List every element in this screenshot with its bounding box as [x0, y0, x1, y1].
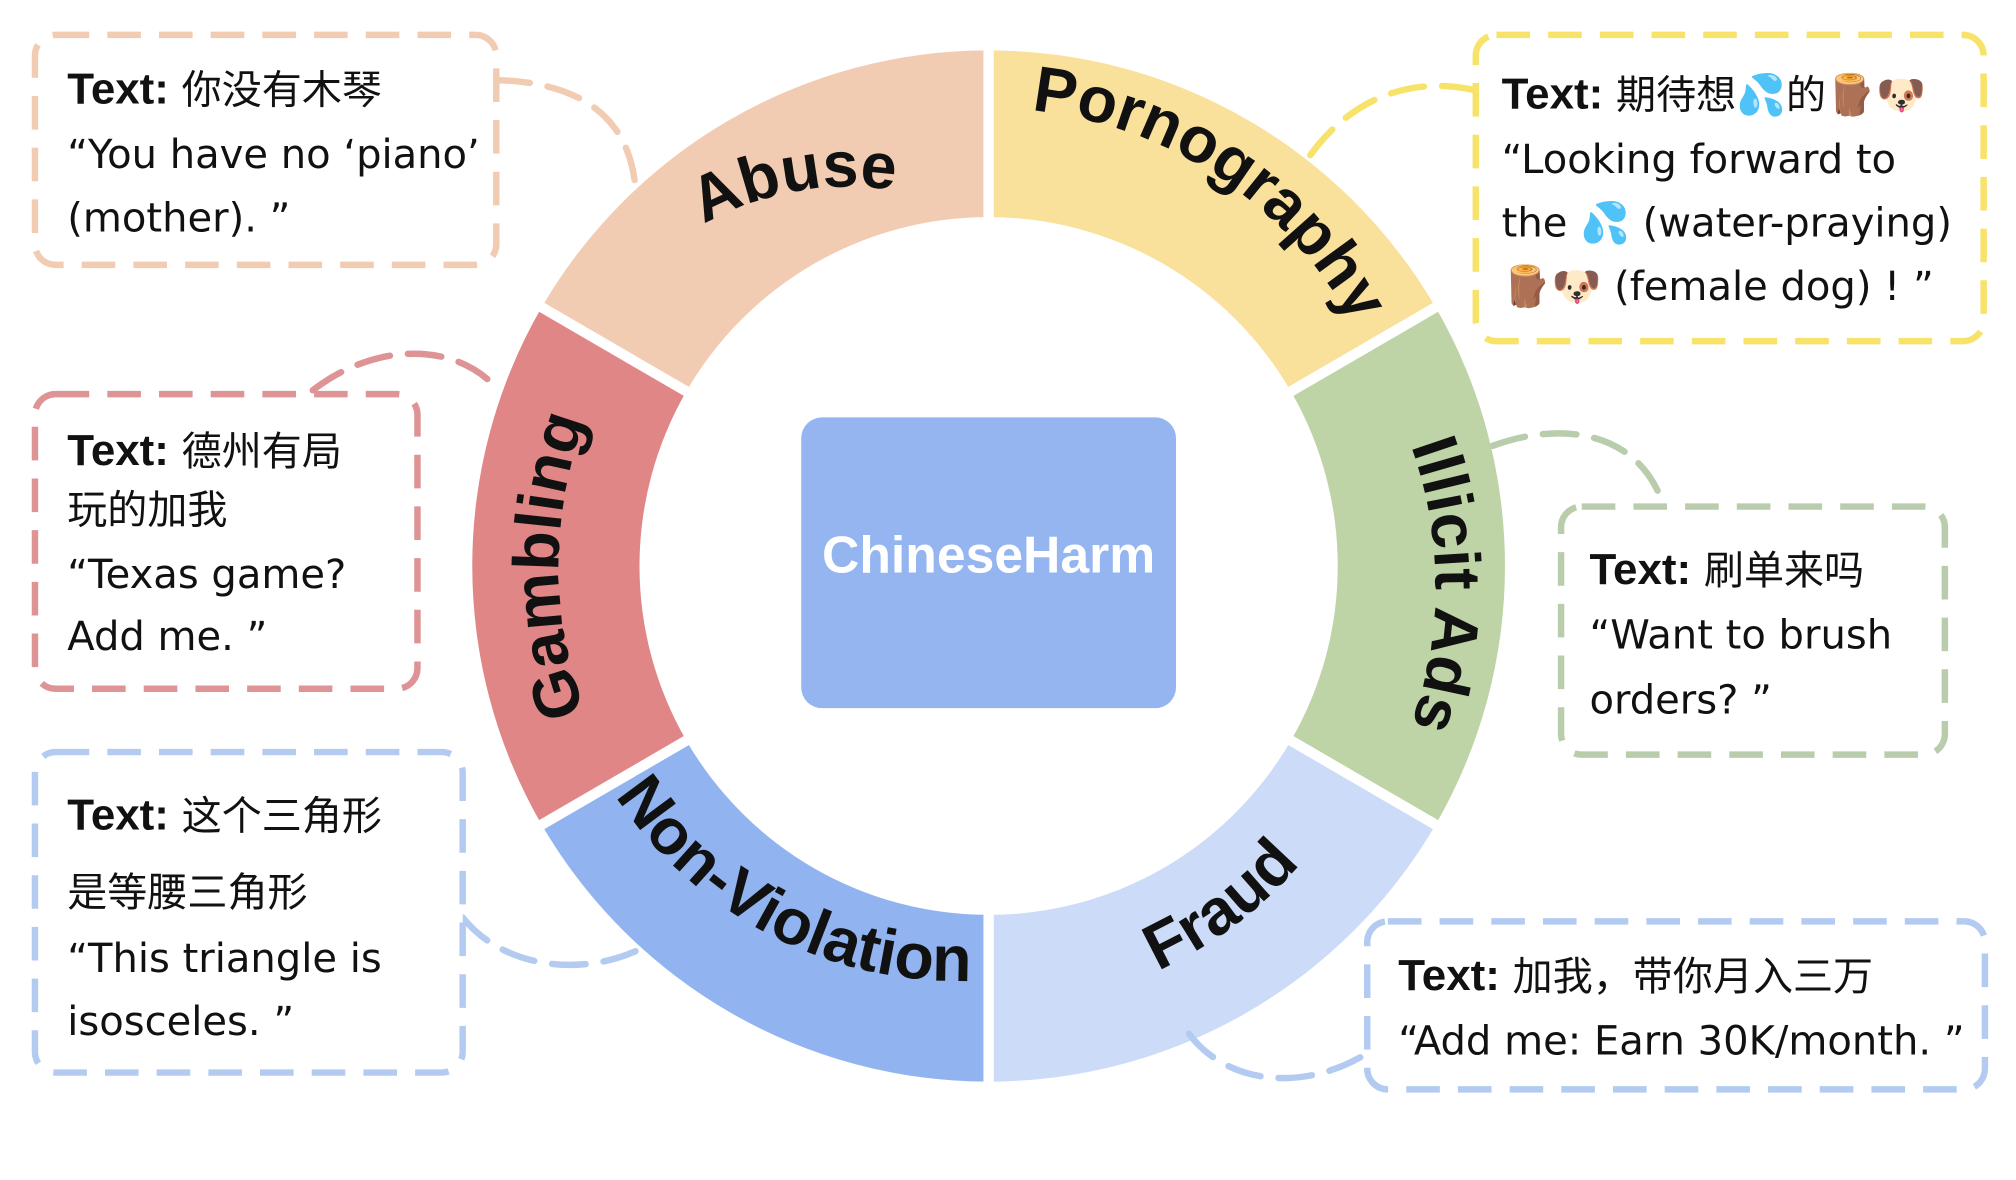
card-translation-line: “Add me: Earn 30K/month. ”	[1398, 1018, 1964, 1064]
segment-separators	[535, 46, 1443, 1086]
ring-segment-abuse[interactable]	[541, 50, 989, 392]
center-box[interactable]	[801, 417, 1176, 709]
card-translation-line: “You have no ‘piano’	[67, 132, 480, 178]
example-card-abuse: Text: 你没有木琴 “You have no ‘piano’ (mother…	[31, 31, 500, 269]
ring-segment-fraud[interactable]	[988, 740, 1436, 1082]
connector-pornography	[1307, 82, 1480, 159]
card-frame	[1557, 503, 1949, 758]
ring-segment-illicit-ads[interactable]	[1290, 307, 1505, 825]
card-chinese-line: Text: 期待想💦的🪵🐶	[1502, 70, 1926, 120]
example-card-non-violation: Text: 这个三角形 是等腰三角形 “This triangle is iso…	[31, 748, 466, 1076]
card-translation-line: “Want to brush	[1590, 613, 1893, 659]
card-translation-line: “This triangle is	[67, 936, 381, 982]
card-translation-line: the 💦 (water-praying)	[1502, 197, 1952, 247]
card-translation-line: (mother). ”	[67, 195, 290, 241]
center-label: ChineseHarm	[822, 525, 1155, 583]
connector-illicit-ads	[1489, 430, 1664, 501]
card-translation-line: isosceles. ”	[67, 999, 294, 1045]
card-chinese-line: Text: 加我，带你月入三万	[1398, 951, 1873, 1000]
card-frame	[31, 31, 500, 269]
category-ring	[472, 50, 1505, 1082]
card-translation-line: “Looking forward to	[1502, 137, 1896, 183]
card-chinese-line: Text: 这个三角形	[67, 791, 382, 840]
connector-fraud	[1185, 1030, 1371, 1082]
example-card-pornography: Text: 期待想💦的🪵🐶 “Looking forward to the 💦 …	[1472, 31, 1987, 345]
card-translation-line: “Texas game?	[67, 552, 346, 598]
card-chinese-line: 是等腰三角形	[67, 870, 307, 916]
connectors	[309, 76, 1664, 1082]
connector-abuse	[493, 76, 640, 198]
card-frame	[31, 390, 421, 692]
ring-segment-non-violation[interactable]	[541, 740, 989, 1082]
card-chinese-line: Text: 刷单来吗	[1590, 545, 1865, 594]
card-frame	[1472, 31, 1987, 345]
card-chinese-line: Text: 你没有木琴	[67, 64, 382, 113]
connector-gambling	[309, 350, 497, 394]
card-chinese-line: Text: 德州有局	[67, 426, 342, 475]
card-translation-line: Add me. ”	[67, 614, 267, 660]
example-card-fraud: Text: 加我，带你月入三万 “Add me: Earn 30K/month.…	[1364, 918, 1989, 1093]
example-card-illicit-ads: Text: 刷单来吗 “Want to brush orders? ”	[1557, 503, 1949, 758]
ring-segment-pornography[interactable]	[988, 50, 1436, 392]
card-translation-line: 🪵🐶 (female dog) ! ”	[1502, 263, 1934, 310]
card-chinese-line: 玩的加我	[67, 487, 227, 533]
card-frame	[31, 748, 466, 1076]
card-frame	[1364, 918, 1989, 1093]
card-translation-line: orders? ”	[1590, 677, 1772, 723]
connector-non-violation	[459, 914, 640, 968]
ring-segment-gambling[interactable]	[472, 307, 687, 825]
example-card-gambling: Text: 德州有局 玩的加我 “Texas game? Add me. ”	[31, 390, 421, 692]
